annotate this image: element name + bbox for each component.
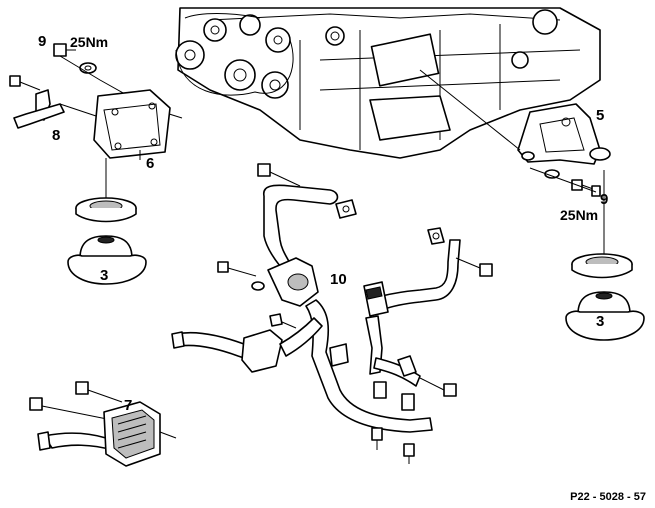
label-mount-bracket-5: 5	[596, 107, 604, 124]
engine-mount-3-left	[67, 197, 147, 285]
label-engine-mount-3-left: 3	[100, 267, 108, 284]
label-line-bracket-8: 8	[52, 127, 60, 144]
label-transmission-mount-7: 7	[124, 397, 132, 414]
pipe-assembly-10	[171, 163, 493, 464]
label-bolt-9-left: 9	[38, 33, 46, 50]
label-pipe-assembly-10: 10	[330, 271, 347, 288]
transmission-mount-7	[29, 381, 177, 467]
engine-mount-3-right	[565, 253, 645, 341]
mount-bracket-6	[93, 89, 171, 160]
mount-bracket-5	[517, 103, 611, 165]
leader-engine-to-bracket	[419, 69, 521, 151]
line-bracket-8	[13, 89, 97, 129]
label-engine-mount-3-right: 3	[596, 313, 604, 330]
torque-left: 25Nm	[70, 34, 108, 50]
label-mount-bracket-6: 6	[146, 155, 154, 172]
bolt-small-left	[9, 75, 41, 91]
bolt-9-right	[529, 167, 601, 197]
reference-code: P22 - 5028 - 57	[570, 491, 646, 503]
engine-block	[175, 7, 601, 159]
torque-right: 25Nm	[560, 207, 598, 223]
